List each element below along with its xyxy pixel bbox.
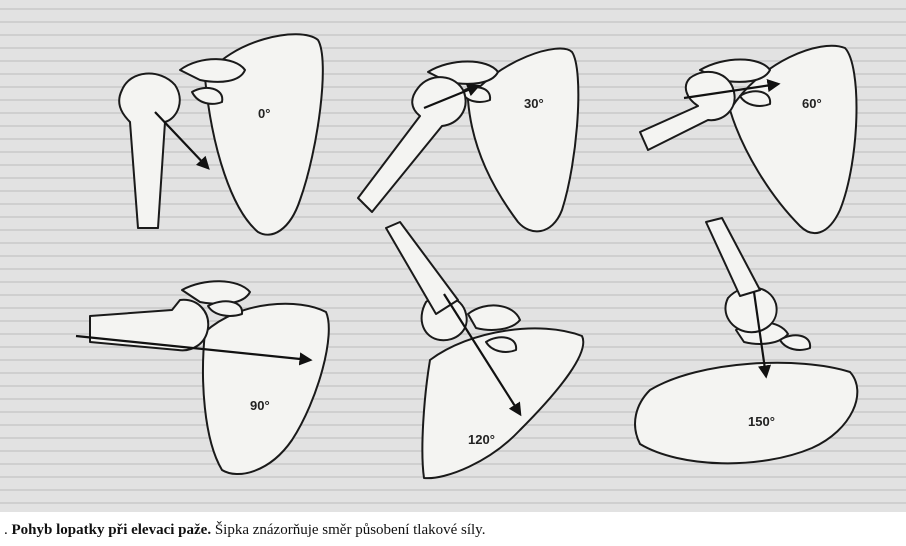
angle-label-90: 90°: [250, 398, 270, 413]
angle-label-120: 120°: [468, 432, 495, 447]
angle-label-30: 30°: [524, 96, 544, 111]
figure-caption: . Pohyb lopatky při elevaci paže. Šipka …: [4, 522, 904, 539]
angle-label-0: 0°: [258, 106, 270, 121]
angle-label-150: 150°: [748, 414, 775, 429]
caption-bold: Pohyb lopatky při elevaci paže.: [12, 522, 212, 538]
humerus-150: [725, 287, 776, 332]
caption-text: Šipka znázorňuje směr působení tlakové s…: [215, 522, 486, 538]
caption-prefix: .: [4, 522, 8, 538]
angle-label-60: 60°: [802, 96, 822, 111]
